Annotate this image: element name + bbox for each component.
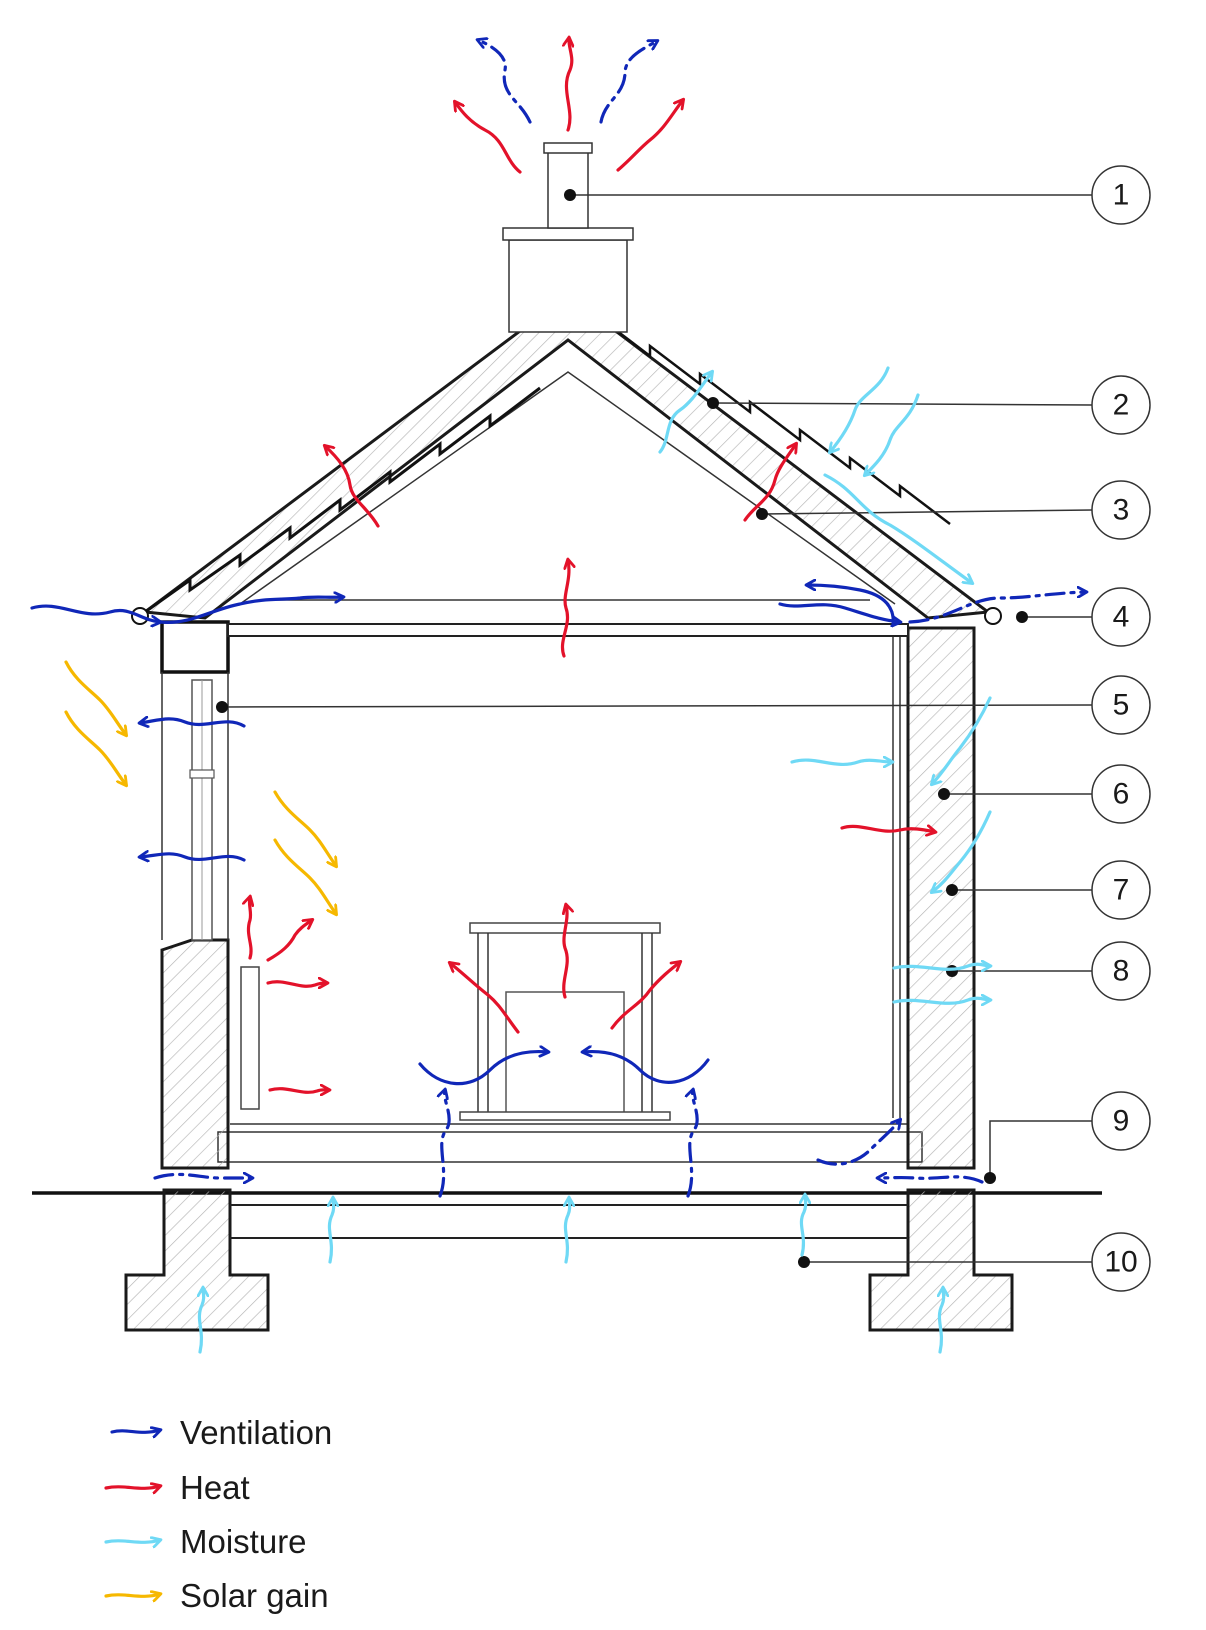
heat-fireplace-left [450, 963, 520, 1034]
svg-text:3: 3 [1113, 494, 1130, 527]
vent-eave-left-attic [158, 597, 343, 624]
moist-wall-lower [932, 810, 992, 892]
callout-9: 9 [1091, 1091, 1151, 1151]
heat-chimney-right [616, 100, 683, 172]
heat-ceiling [561, 560, 568, 658]
left-wall-lower [160, 938, 230, 1170]
heat-radiator-up [248, 897, 251, 960]
svg-text:2: 2 [1113, 389, 1130, 422]
svg-text:1: 1 [1113, 179, 1130, 212]
left-footing [124, 1188, 270, 1332]
moist-crawl-left [329, 1198, 333, 1264]
moist-wall-upper [932, 696, 992, 784]
moist-wall-out-2 [892, 998, 990, 1003]
svg-text:5: 5 [1113, 689, 1130, 722]
svg-text:Ventilation: Ventilation [180, 1414, 332, 1451]
chimney [502, 142, 634, 333]
moist-rain-1 [830, 366, 890, 452]
moist-roof-out [658, 372, 712, 454]
moist-rain-2 [865, 393, 920, 475]
moisture-arrows [199, 366, 992, 1354]
vent-eave-right-in [778, 602, 900, 622]
moist-roof-slope [823, 473, 972, 583]
heat-radiator-diag [266, 920, 312, 962]
svg-text:8: 8 [1113, 955, 1130, 988]
vent-floor-left-up [440, 1090, 451, 1198]
vent-right-floor-edge [816, 1120, 900, 1166]
vent-crawl-right-in [878, 1177, 984, 1182]
vent-fireplace-left-draw [418, 1052, 548, 1086]
roof-shingles-right [599, 317, 951, 525]
callout-leaders [216, 189, 1093, 1268]
solar-2 [64, 710, 126, 785]
ventilation-arrows [30, 40, 1086, 1198]
house-structure [32, 142, 1102, 1332]
heat-chimney-left [455, 102, 522, 174]
heat-fireplace-right [610, 962, 680, 1030]
gutter-right [984, 607, 1002, 625]
legend-item-ventilation: Ventilation [110, 1414, 332, 1451]
solar-gain-arrows [64, 660, 336, 914]
moist-room-to-wall [790, 760, 892, 764]
svg-text:7: 7 [1113, 874, 1130, 907]
heat-arrows [248, 38, 935, 1092]
vent-fireplace-right-draw [583, 1052, 710, 1084]
left-wall-plate [160, 620, 230, 674]
svg-text:10: 10 [1104, 1246, 1137, 1279]
solar-4 [273, 838, 336, 914]
vent-window-top [140, 719, 246, 726]
floor-slab [217, 1131, 923, 1163]
callout-4: 4 [1091, 587, 1151, 647]
moist-footing-left [199, 1288, 203, 1354]
callout-5: 5 [1091, 675, 1151, 735]
roof-shingles-left [144, 386, 541, 614]
callout-1: 1 [1091, 165, 1151, 225]
moist-wall-out-1 [892, 964, 990, 969]
roof [141, 293, 992, 620]
vent-chimney-left [478, 40, 532, 124]
right-wall [906, 626, 976, 1170]
vent-chimney-right [599, 41, 657, 124]
radiator [240, 966, 260, 1110]
callout-10: 10 [1091, 1232, 1151, 1292]
callout-6: 6 [1091, 764, 1151, 824]
vent-eave-right-out [908, 592, 1086, 624]
solar-3 [273, 790, 336, 866]
moist-crawl-center [565, 1198, 569, 1264]
heat-chimney-center [566, 38, 571, 132]
legend-item-moisture: Moisture [104, 1523, 307, 1560]
vent-attic-right-up [807, 585, 895, 627]
heat-fireplace-center [564, 905, 568, 999]
heat-roof-right [743, 444, 796, 522]
heat-radiator-mid [266, 982, 327, 986]
callout-2: 2 [1091, 375, 1151, 435]
moist-footing-right [939, 1288, 943, 1354]
heat-wall-right [840, 826, 935, 832]
legend-item-solar-gain: Solar gain [104, 1577, 329, 1614]
roof-inner-lining [239, 371, 896, 605]
legend: Ventilation Heat Moisture Solar gain [104, 1414, 332, 1614]
vent-window-bottom [140, 854, 246, 860]
svg-text:Solar gain: Solar gain [180, 1577, 329, 1614]
heat-radiator-low [268, 1089, 329, 1093]
svg-text:4: 4 [1113, 601, 1130, 634]
right-footing [868, 1188, 1014, 1332]
solar-1 [64, 660, 126, 735]
vent-crawl-left-in [153, 1174, 252, 1178]
svg-text:9: 9 [1113, 1105, 1130, 1138]
legend-item-heat: Heat [104, 1469, 250, 1506]
callout-8: 8 [1091, 941, 1151, 1001]
callout-7: 7 [1091, 860, 1151, 920]
moist-crawl-right [801, 1195, 805, 1257]
vent-eave-left-in [30, 604, 160, 622]
svg-text:6: 6 [1113, 778, 1130, 811]
vent-floor-right-up [688, 1090, 699, 1198]
window [161, 672, 229, 941]
heat-roof-left [325, 446, 380, 528]
callout-3: 3 [1091, 480, 1151, 540]
svg-text:Moisture: Moisture [180, 1523, 307, 1560]
svg-text:Heat: Heat [180, 1469, 250, 1506]
